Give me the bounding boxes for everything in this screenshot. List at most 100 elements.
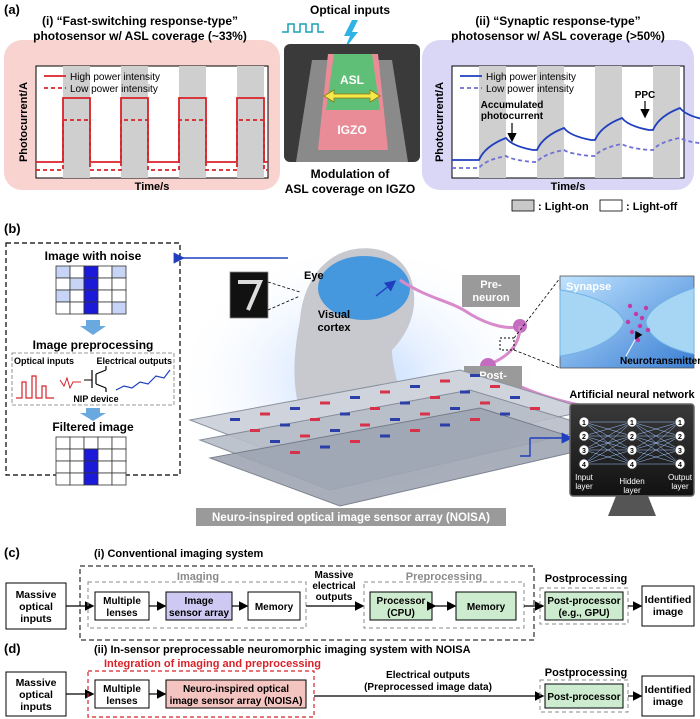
sensor-pixel	[420, 412, 430, 416]
light-off-key: : Light-off	[626, 201, 678, 213]
accumulated-label-1: Accumulated	[481, 100, 544, 111]
d-identified-box	[641, 675, 695, 717]
ann-node-label: 4	[678, 462, 682, 469]
ann-node-label: 4	[630, 462, 634, 469]
sensor-pixel	[300, 434, 310, 438]
image-pixel	[97, 301, 113, 315]
neurotransmitter-dot	[627, 303, 633, 309]
modulation-line2: ASL coverage on IGZO	[285, 182, 415, 196]
c-processor-1: Processor	[377, 596, 426, 607]
right-xlabel: Time/s	[551, 181, 586, 193]
ann-edge	[631, 421, 681, 465]
synapse-zoom-box	[499, 337, 515, 351]
d-noisa-1: Neuro-inspired optical	[183, 684, 289, 695]
zoom-line-2	[513, 349, 561, 369]
c-preprocessing-group	[363, 581, 525, 629]
sensor-pixel	[440, 423, 450, 427]
transistor-symbol	[91, 366, 107, 392]
filtered-image-label: Filtered image	[52, 420, 134, 434]
sensor-pixel	[290, 451, 300, 454]
image-pixel	[83, 472, 99, 486]
left-legend-high: High power intensity	[70, 72, 160, 83]
optical-inputs-b: Optical inputs	[14, 356, 74, 366]
view-line-1	[267, 281, 301, 293]
ann-node-label: 2	[582, 434, 586, 441]
eye-label: Eye	[304, 270, 324, 282]
panel-d-title: (ii) In-sensor preprocessable neuromorph…	[94, 644, 471, 656]
image-pixel	[55, 460, 71, 474]
c-massive-3: inputs	[20, 613, 52, 625]
c-massive-elec-1: Massive	[315, 570, 354, 581]
sensor-pixel	[530, 407, 540, 410]
ann-edge	[631, 435, 681, 465]
neurotransmitter-dot	[643, 305, 649, 311]
pre-neuron-2: neuron	[472, 292, 510, 304]
c-postproc-2: (e.g., GPU)	[558, 608, 609, 619]
light-on-band	[121, 66, 148, 178]
neurotransmitters-label: Neurotransmitters	[620, 356, 700, 367]
image-pixel	[69, 460, 85, 474]
c-massive-elec-3: outputs	[316, 592, 353, 603]
c-processor-2: (CPU)	[387, 608, 415, 619]
igzo-label: IGZO	[337, 123, 366, 137]
left-light-on-bands	[63, 66, 264, 178]
electrical-outputs-b: Electrical outputs	[96, 356, 172, 366]
light-on-band	[537, 66, 564, 178]
ann-edge	[631, 449, 681, 465]
panel-c-title: (i) Conventional imaging system	[94, 548, 264, 560]
sensor-pixel	[340, 412, 350, 416]
image-pixel	[97, 448, 113, 462]
ann-node-label: 4	[582, 462, 586, 469]
image-pixel	[111, 472, 127, 486]
optical-input-waveform	[16, 375, 54, 399]
d-elec-1: Electrical outputs	[386, 670, 470, 681]
image-pixel	[69, 436, 85, 450]
ann-edge	[631, 421, 681, 451]
sensor-pixel	[370, 407, 380, 410]
sensor-pixel	[280, 423, 290, 427]
pre-neuron-axon	[399, 278, 521, 329]
image-with-noise-label: Image with noise	[45, 249, 142, 263]
image-pixel	[55, 301, 71, 315]
c-postprocessing-label: Postprocessing	[545, 573, 628, 585]
light-on-band	[595, 66, 622, 178]
ann-node-label: 3	[582, 448, 586, 455]
c-memory: Memory	[255, 602, 294, 613]
pre-neuron-1: Pre-	[480, 279, 502, 291]
ann-edge	[583, 421, 633, 437]
input-layer-2: layer	[575, 482, 593, 491]
image-pixel	[83, 301, 99, 315]
sensor-pixels	[230, 374, 540, 454]
d-lenses-box	[94, 679, 150, 709]
c-lenses-2: lenses	[106, 608, 138, 619]
ann-node-label: 2	[630, 434, 634, 441]
presynaptic-terminal	[559, 289, 625, 357]
light-on-band	[63, 66, 90, 178]
noisy-image-grid	[55, 265, 127, 315]
d-massive-3: inputs	[20, 701, 52, 713]
c-identified-box	[641, 585, 695, 627]
sensor-pixel	[470, 418, 480, 421]
d-postprocessing-group	[539, 679, 629, 713]
ann-node	[578, 416, 590, 428]
nip-device-box	[11, 352, 175, 406]
number-seven-image	[229, 271, 269, 319]
image-pixel	[111, 436, 127, 450]
panel-a-label: (a)	[4, 2, 20, 17]
light-on-key: : Light-on	[538, 201, 589, 213]
light-on-band	[179, 66, 206, 178]
neurotransmitter-pointer	[625, 330, 643, 357]
c-memory2: Memory	[467, 602, 506, 613]
image-pixel	[55, 289, 71, 303]
c-imaging-label: Imaging	[177, 571, 219, 583]
sensor-pixel	[450, 407, 460, 410]
image-pixel	[55, 448, 71, 462]
ann-node	[626, 458, 638, 470]
ann-node-label: 1	[630, 420, 634, 427]
sensor-pixel	[330, 429, 340, 432]
d-postproc: Post-processor	[547, 692, 620, 703]
left-title-line2: photosensor w/ ASL coverage (~33%)	[33, 29, 247, 43]
image-pixel	[83, 289, 99, 303]
image-pixel	[97, 436, 113, 450]
neurotransmitter-dot	[639, 315, 645, 321]
